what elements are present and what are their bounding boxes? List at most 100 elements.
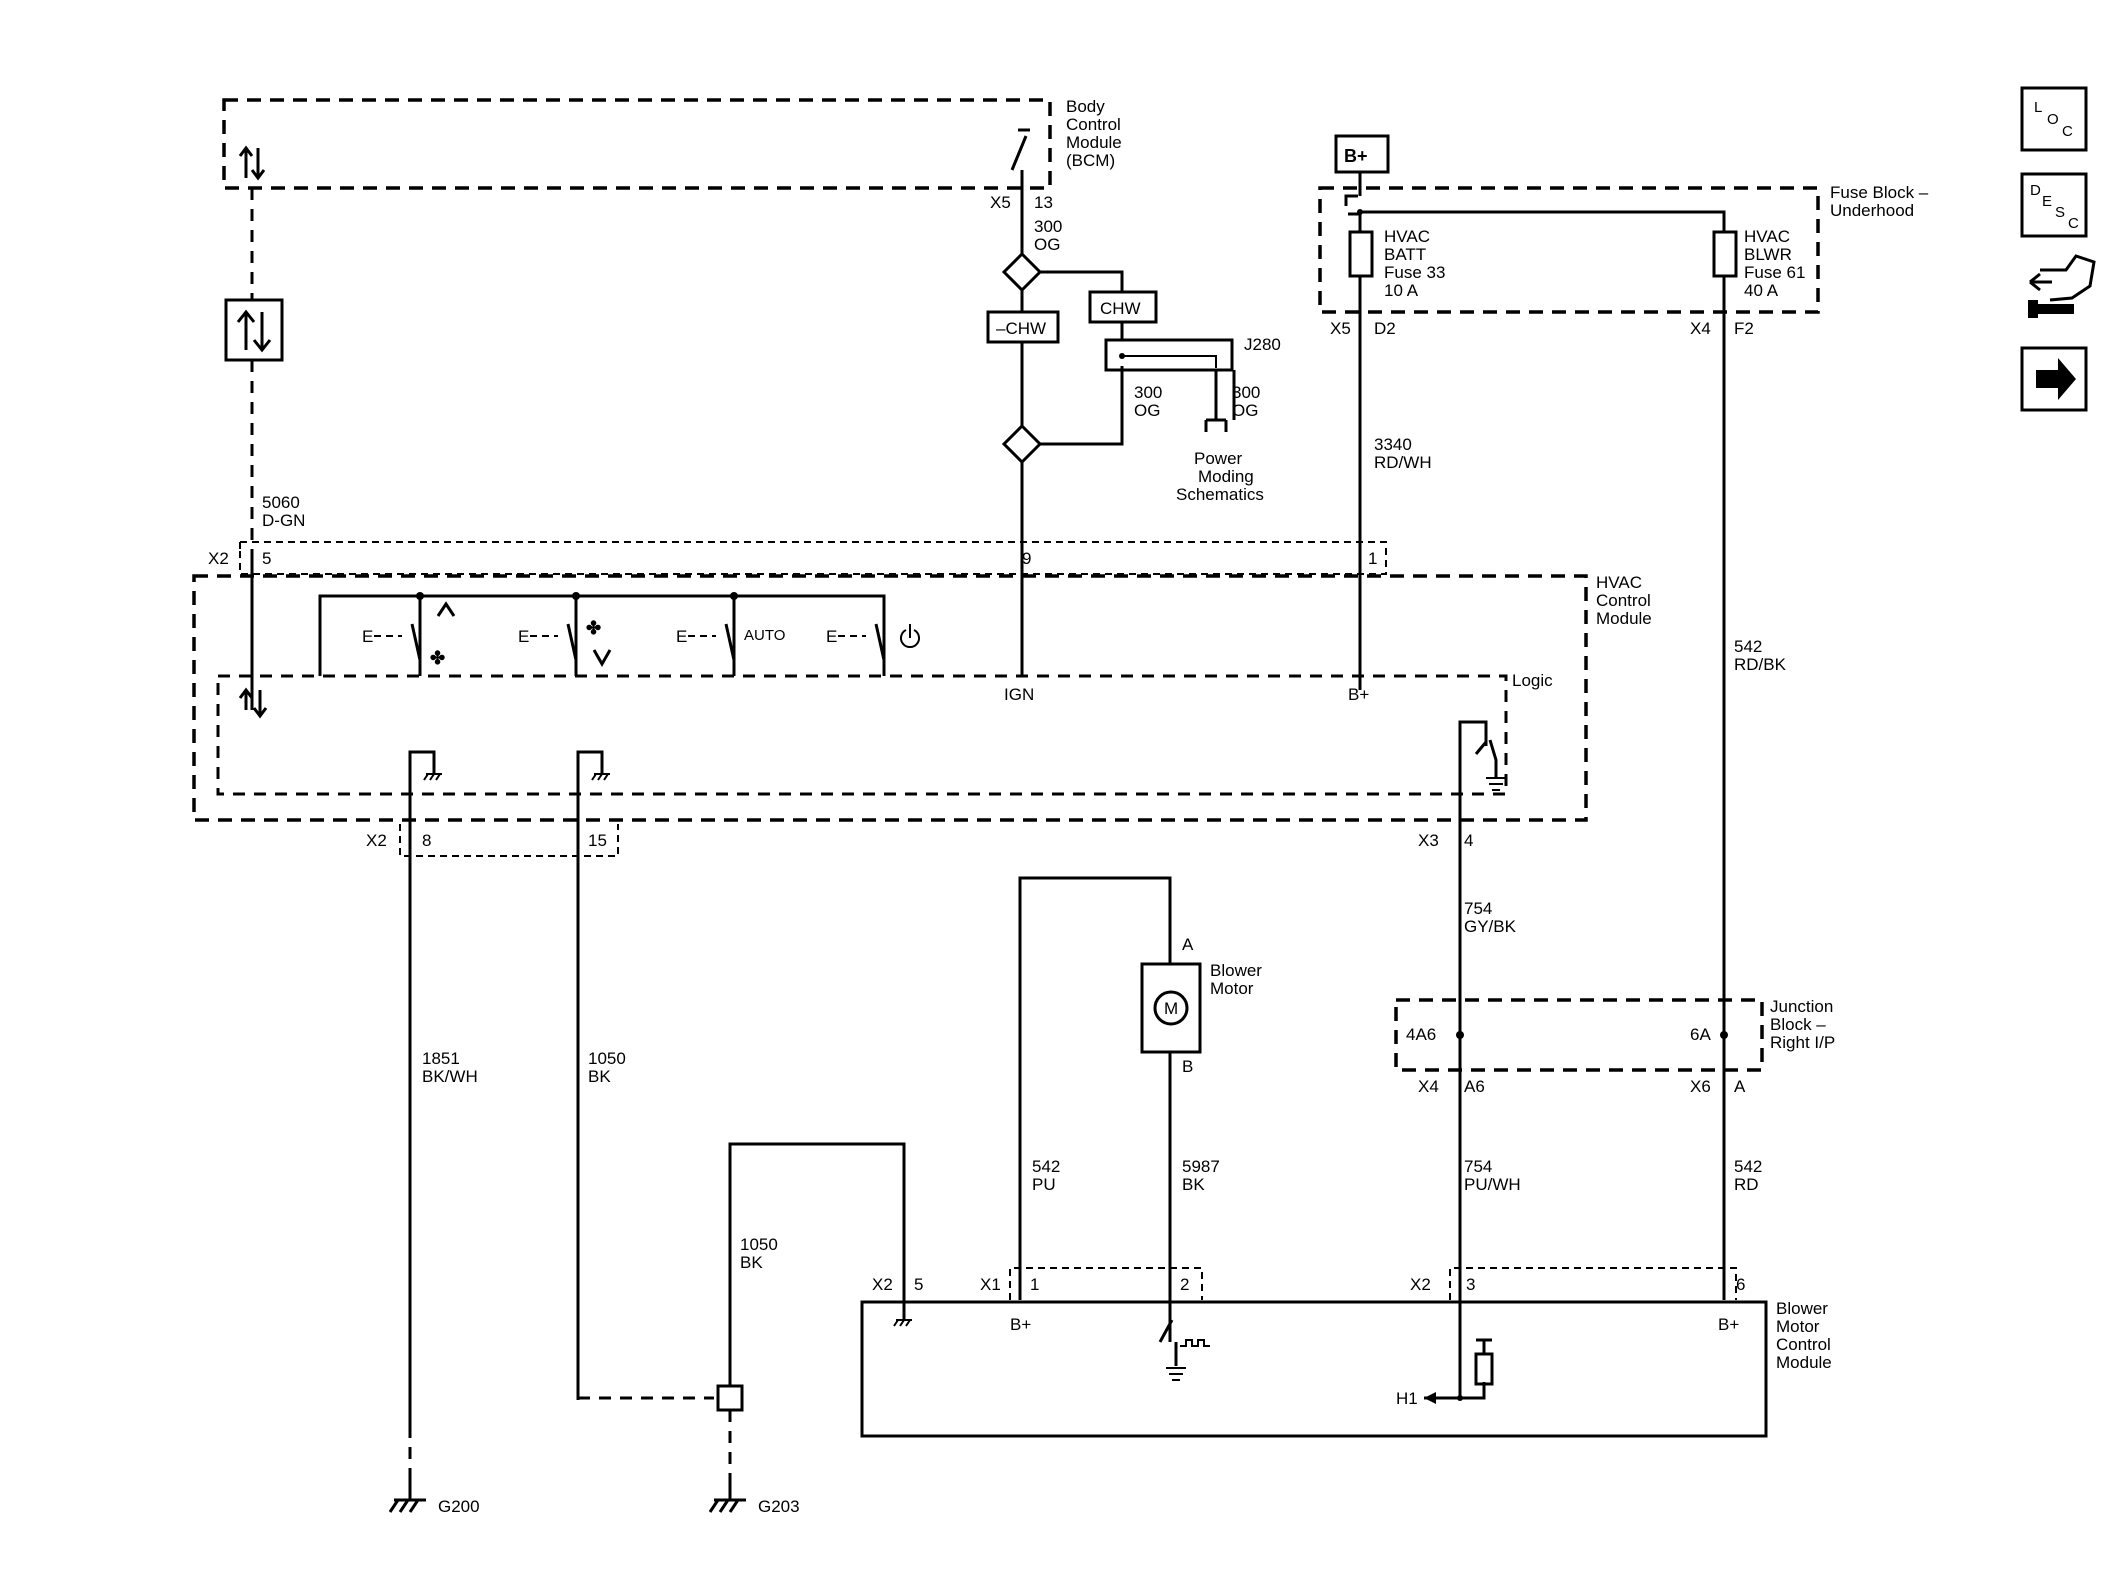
svg-text:B+: B+ [1348,685,1369,704]
svg-text:40 A: 40 A [1744,281,1779,300]
svg-text:X2: X2 [872,1275,893,1294]
fuse-33: HVAC BATT Fuse 33 10 A [1348,227,1445,300]
internal-ground-8 [408,750,442,830]
svg-text:PU: PU [1032,1175,1056,1194]
svg-text:5060: 5060 [262,493,300,512]
svg-text:C: C [2062,123,2073,140]
svg-text:X6: X6 [1690,1077,1711,1096]
ground-g203: G203 [708,1480,800,1516]
svg-text:Block –: Block – [1770,1015,1826,1034]
svg-text:B: B [1182,1057,1193,1076]
next-arrow-icon[interactable] [2020,346,2088,412]
fan-icon: ✤ [586,618,601,638]
svg-text:X2: X2 [366,831,387,850]
svg-text:–CHW: –CHW [996,319,1046,338]
svg-text:754: 754 [1464,899,1492,918]
svg-text:Control: Control [1066,115,1121,134]
svg-text:HVAC: HVAC [1744,227,1790,246]
svg-text:300: 300 [1034,217,1062,236]
j280-splice: J280 [1104,335,1281,372]
svg-text:8: 8 [422,831,431,850]
svg-text:B+: B+ [1344,146,1368,166]
svg-text:E: E [676,627,687,646]
svg-text:X5: X5 [990,193,1011,212]
svg-text:B+: B+ [1718,1315,1739,1334]
svg-text:A6: A6 [1464,1077,1485,1096]
svg-text:Schematics: Schematics [1176,485,1264,504]
battery-bplus-tag: B+ [1334,134,1390,174]
svg-text:Module: Module [1596,609,1652,628]
svg-text:S: S [2055,204,2065,221]
svg-text:Module: Module [1066,133,1122,152]
svg-text:BLWR: BLWR [1744,245,1792,264]
logic-low-side-switch [1458,720,1506,830]
svg-text:X1: X1 [980,1275,1001,1294]
splice-diamond-bottom [1001,423,1043,465]
svg-text:Logic: Logic [1512,671,1553,690]
svg-text:1: 1 [1030,1275,1039,1294]
svg-text:5: 5 [262,549,271,568]
svg-text:Blower: Blower [1776,1299,1828,1318]
svg-text:E: E [518,627,529,646]
svg-text:Junction: Junction [1770,997,1833,1016]
svg-text:9: 9 [1022,549,1031,568]
svg-text:BATT: BATT [1384,245,1426,264]
svg-text:6A: 6A [1690,1025,1711,1044]
svg-text:BK: BK [740,1253,763,1272]
svg-text:G200: G200 [438,1497,480,1516]
svg-text:1: 1 [1368,549,1377,568]
svg-text:RD/WH: RD/WH [1374,453,1432,472]
svg-text:6: 6 [1736,1275,1745,1294]
svg-text:E: E [2042,193,2052,210]
hvac-x2-lower-connector: X2 8 15 [366,824,619,857]
svg-text:OG: OG [1232,401,1258,420]
svg-text:GY/BK: GY/BK [1464,917,1517,936]
fan-icon: ✤ [430,648,445,668]
svg-text:4A6: 4A6 [1406,1025,1436,1044]
splice-diamond-top [1001,251,1043,293]
fuse-block-underhood: Fuse Block – Underhood [1318,183,1929,314]
svg-text:X3: X3 [1418,831,1439,850]
svg-text:AUTO: AUTO [744,627,785,644]
blower-ctrl-connectors: X2 5 X1 1 2 X2 3 6 [872,1267,1745,1300]
description-icon[interactable]: D E S C [2020,172,2088,238]
svg-text:Power: Power [1194,449,1243,468]
svg-text:Blower: Blower [1210,961,1262,980]
bcm-output-switch [1010,128,1030,171]
hvac-control-module: HVAC Control Module [192,573,1652,822]
svg-text:13: 13 [1034,193,1053,212]
svg-text:H1: H1 [1396,1389,1418,1408]
chw-neg-splice-pack: –CHW [986,310,1060,344]
blower-motor: M Blower Motor [1140,961,1262,1054]
svg-text:A: A [1182,935,1194,954]
ground-g200: G200 [388,1480,480,1516]
svg-text:IGN: IGN [1004,685,1034,704]
svg-text:Underhood: Underhood [1830,201,1914,220]
serial-data-box [224,298,284,362]
svg-text:BK: BK [588,1067,611,1086]
svg-text:OG: OG [1034,235,1060,254]
svg-text:D: D [2030,182,2041,199]
location-icon[interactable]: L O C [2020,86,2088,152]
svg-text:Control: Control [1596,591,1651,610]
svg-text:542: 542 [1734,1157,1762,1176]
svg-text:Motor: Motor [1776,1317,1820,1336]
bcm-module: Body Control Module (BCM) [222,97,1122,190]
svg-text:Module: Module [1776,1353,1832,1372]
blower-down-switch: E ✤ [518,592,612,676]
svg-text:2: 2 [1180,1275,1189,1294]
svg-text:3: 3 [1466,1275,1475,1294]
svg-text:E: E [826,627,837,646]
svg-text:RD: RD [1734,1175,1759,1194]
svg-text:300: 300 [1134,383,1162,402]
auto-switch: E AUTO [676,592,785,676]
svg-text:BK/WH: BK/WH [422,1067,478,1086]
connector-tool-icon[interactable] [2028,254,2096,318]
power-switch: E [826,596,920,676]
svg-text:CHW: CHW [1100,299,1141,318]
svg-text:O: O [2047,111,2059,128]
svg-text:D-GN: D-GN [262,511,305,530]
svg-text:M: M [1164,999,1178,1018]
svg-text:300: 300 [1232,383,1260,402]
